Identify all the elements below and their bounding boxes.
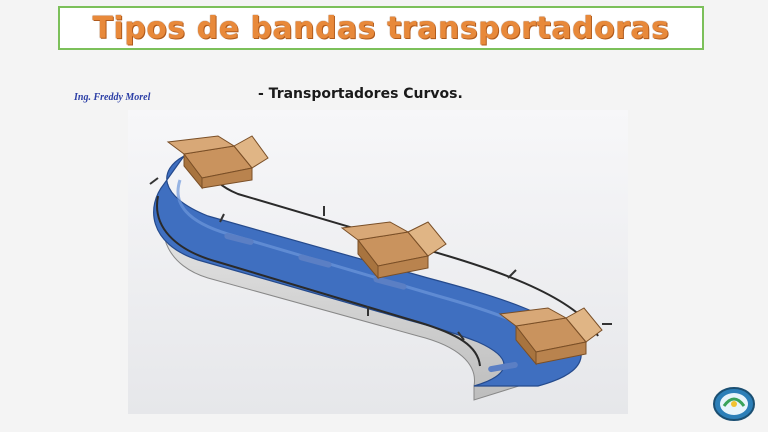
curved-conveyor-illustration: [128, 110, 628, 414]
conveyor-belt: [153, 155, 582, 387]
cardboard-box-3: [498, 307, 603, 366]
author-signature: Ing. Freddy Morel: [74, 92, 151, 103]
cardboard-box-1: [166, 135, 269, 190]
slide-title: Tipos de bandas transportadoras: [92, 10, 670, 46]
title-banner: Tipos de bandas transportadoras: [58, 6, 704, 50]
institution-logo-icon: [713, 387, 755, 421]
frame-slots: [224, 233, 518, 373]
slide-subtitle: - Transportadores Curvos.: [258, 86, 463, 102]
cardboard-box-2: [340, 221, 447, 280]
outer-rail: [156, 195, 481, 367]
